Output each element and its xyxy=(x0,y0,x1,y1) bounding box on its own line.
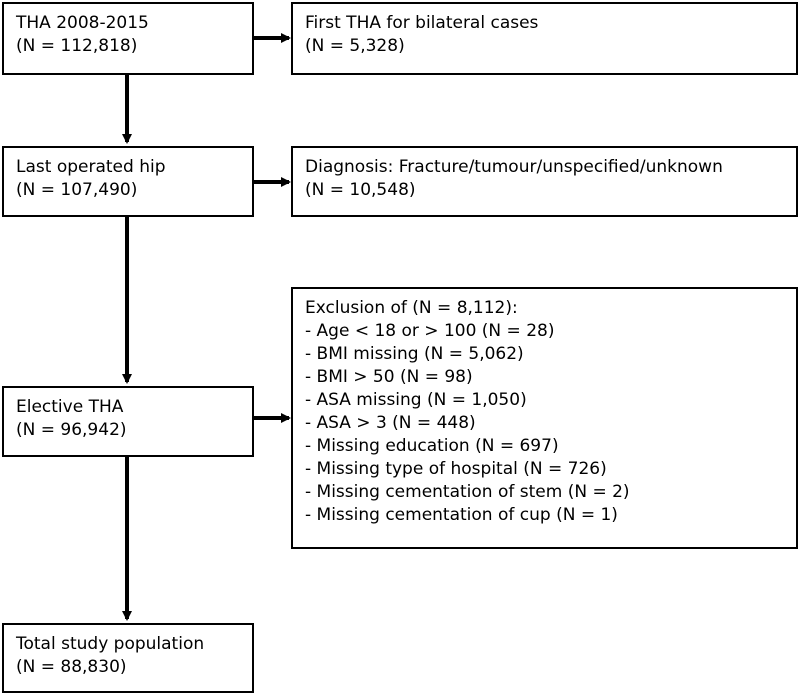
exclusion-item: - Age < 18 or > 100 (N = 28) xyxy=(305,321,555,341)
box-last-operated-hip: Last operated hip (N = 107,490) xyxy=(2,146,254,217)
box-count: (N = 96,942) xyxy=(16,420,127,440)
exclusion-item: - Missing education (N = 697) xyxy=(305,436,559,456)
box-title: THA 2008-2015 xyxy=(16,13,149,33)
exclusion-item: - Missing type of hospital (N = 726) xyxy=(305,459,607,479)
box-title: First THA for bilateral cases xyxy=(305,13,539,33)
exclusion-item: - ASA missing (N = 1,050) xyxy=(305,390,527,410)
box-title: Exclusion of (N = 8,112): xyxy=(305,298,518,318)
box-count: (N = 5,328) xyxy=(305,36,405,56)
box-exclusion-list: Exclusion of (N = 8,112): - Age < 18 or … xyxy=(291,287,798,549)
exclusion-item: - BMI missing (N = 5,062) xyxy=(305,344,524,364)
box-diagnosis-exclusion: Diagnosis: Fracture/tumour/unspecified/u… xyxy=(291,146,798,217)
exclusion-item: - BMI > 50 (N = 98) xyxy=(305,367,473,387)
box-first-tha-bilateral: First THA for bilateral cases (N = 5,328… xyxy=(291,2,798,75)
box-count: (N = 10,548) xyxy=(305,180,416,200)
box-count: (N = 88,830) xyxy=(16,657,127,677)
box-title: Diagnosis: Fracture/tumour/unspecified/u… xyxy=(305,157,723,177)
box-total-study-population: Total study population (N = 88,830) xyxy=(2,623,254,693)
exclusion-item: - Missing cementation of stem (N = 2) xyxy=(305,482,630,502)
box-count: (N = 112,818) xyxy=(16,36,138,56)
box-title: Total study population xyxy=(16,634,205,654)
exclusion-item: - Missing cementation of cup (N = 1) xyxy=(305,505,618,525)
box-title: Elective THA xyxy=(16,397,124,417)
box-tha-2008-2015: THA 2008-2015 (N = 112,818) xyxy=(2,2,254,75)
box-count: (N = 107,490) xyxy=(16,180,138,200)
exclusion-item: - ASA > 3 (N = 448) xyxy=(305,413,476,433)
box-elective-tha: Elective THA (N = 96,942) xyxy=(2,386,254,457)
box-title: Last operated hip xyxy=(16,157,166,177)
